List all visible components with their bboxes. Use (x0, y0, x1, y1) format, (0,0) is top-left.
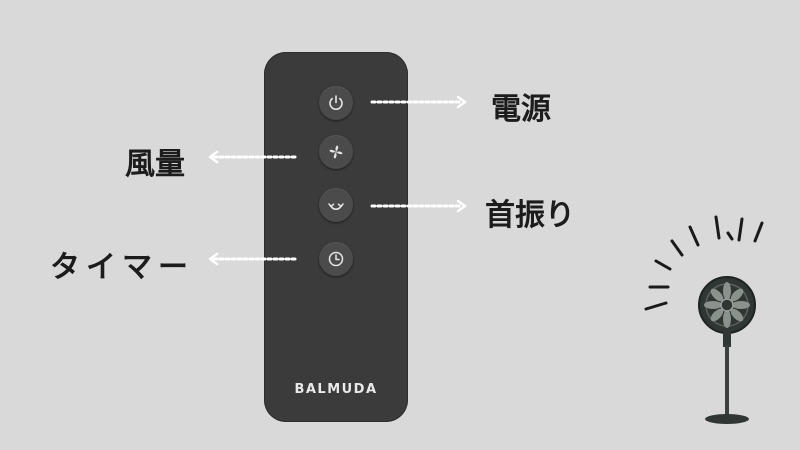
fan-pole (725, 345, 729, 417)
swing-button[interactable] (319, 188, 353, 222)
arrow-timer (208, 252, 298, 266)
power-button[interactable] (319, 86, 353, 120)
clock-icon (328, 251, 344, 267)
label-air-volume: 風量 (125, 147, 185, 182)
arrow-swing (370, 199, 467, 213)
rotate-icon (328, 203, 344, 210)
remote-control: BALMUDA (264, 52, 408, 422)
arrow-air-volume (208, 150, 298, 164)
label-power: 電源 (491, 92, 551, 127)
fan-head (698, 276, 756, 334)
fan-base (705, 414, 749, 424)
fan-icon (329, 145, 343, 159)
emphasis-lines (644, 215, 764, 311)
power-icon (329, 95, 343, 110)
label-swing: 首振り (485, 198, 575, 233)
arrow-power (370, 95, 467, 109)
fan-illustration (644, 215, 764, 424)
air-volume-button[interactable] (319, 135, 353, 169)
timer-button[interactable] (319, 242, 353, 276)
label-timer: タイマー (50, 250, 194, 285)
fan-neck (723, 331, 731, 347)
brand-logo: BALMUDA (294, 382, 378, 397)
